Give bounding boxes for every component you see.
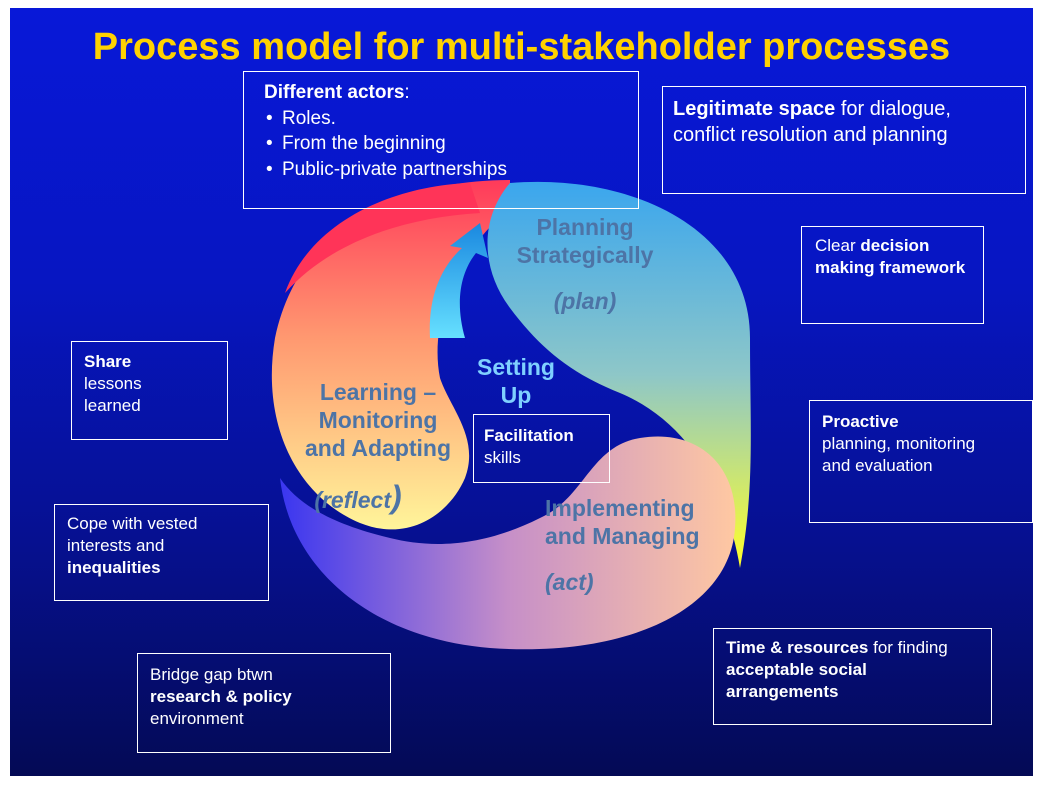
different-actors-list: Roles. From the beginning Public-private… (264, 106, 638, 183)
stage-center-line1: Setting (477, 354, 555, 380)
stage-plan-tag: (plan) (553, 288, 617, 315)
stage-reflect-line2: Monitoring (318, 407, 438, 434)
different-actors-box: Different actors: Roles. From the beginn… (243, 71, 639, 209)
decision-pre: Clear (815, 236, 861, 255)
actors-item: Roles. (264, 106, 638, 132)
proactive-rest: planning, monitoring and evaluation (822, 434, 976, 476)
stage-center-line2: Up (500, 382, 532, 409)
cope-box: Cope with vested interests and inequalit… (54, 504, 269, 601)
share-rest: lessons learned (84, 374, 142, 416)
plan-segment (487, 181, 751, 569)
facilitation-bold: Facilitation (484, 426, 574, 445)
stage-act-line2: and Managing (545, 523, 700, 550)
stage-plan-line1: Planning (536, 214, 634, 240)
stage-reflect-tag: (reflect (314, 487, 392, 514)
stage-reflect-line3: and Adapting (304, 435, 452, 462)
act-segment (280, 436, 736, 650)
share-box: Share lessons learned (71, 341, 228, 440)
slide-title: Process model for multi-stakeholder proc… (92, 26, 951, 68)
process-cycle-swirl (271, 180, 751, 650)
slide: Process model for multi-stakeholder proc… (10, 8, 1033, 776)
stage-act-label: Implementing and Managing (act) (545, 494, 745, 596)
share-bold: Share (84, 352, 132, 371)
stage-center-label: Setting Up (456, 353, 576, 409)
time-resources-box: Time & resources for finding acceptable … (713, 628, 992, 725)
reflect-top-band (285, 183, 480, 293)
facilitation-box: Facilitation skills (473, 414, 610, 483)
stage-reflect-label: Learning – Monitoring and Adapting (refl… (278, 378, 478, 517)
proactive-box: Proactive planning, monitoring and evalu… (809, 400, 1033, 523)
legitimate-space-rest: for dialogue, conflict resolution and pl… (673, 98, 951, 146)
time-bold2: acceptable social arrangements (726, 660, 867, 702)
bridge-post: environment (150, 709, 244, 729)
actors-item: From the beginning (264, 131, 638, 157)
legitimate-space-box: Legitimate space for dialogue, conflict … (662, 86, 1026, 194)
bridge-pre: Bridge gap btwn (150, 665, 273, 684)
time-mid: for finding (868, 638, 948, 657)
cope-bold: inequalities (67, 558, 161, 578)
stage-reflect-line1: Learning – (319, 379, 437, 405)
cope-pre: Cope with vested interests and (67, 514, 198, 556)
different-actors-colon: : (404, 82, 410, 103)
setting-up-arrow (429, 223, 488, 338)
bridge-gap-box: Bridge gap btwn research & policy enviro… (137, 653, 391, 753)
stage-plan-label: Planning Strategically (plan) (500, 213, 670, 315)
proactive-bold: Proactive (822, 412, 899, 431)
time-bold1: Time & resources (726, 638, 869, 657)
decision-bold: decision making framework (815, 236, 966, 278)
stage-plan-line2: Strategically (516, 242, 654, 269)
different-actors-heading: Different actors (264, 82, 405, 103)
decision-framework-box: Clear decision making framework (801, 226, 984, 324)
facilitation-rest: skills (484, 448, 521, 468)
stage-act-tag: (act) (545, 569, 594, 596)
legitimate-space-bold: Legitimate space (673, 98, 836, 120)
bridge-bold: research & policy (150, 687, 292, 707)
stage-reflect-tag-end: ) (391, 479, 402, 516)
stage-act-line1: Implementing (545, 495, 695, 521)
actors-item: Public-private partnerships (264, 157, 638, 183)
